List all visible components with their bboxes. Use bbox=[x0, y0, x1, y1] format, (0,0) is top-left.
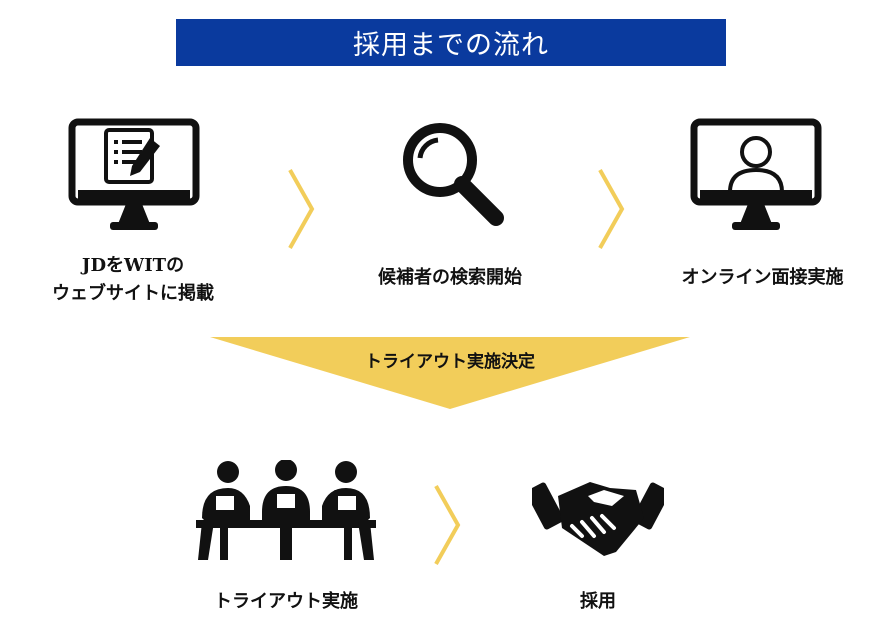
step-label: JDをWITの ウェブサイトに掲載 bbox=[52, 255, 214, 304]
monitor-person-icon bbox=[690, 118, 822, 230]
handshake-icon bbox=[532, 482, 664, 556]
step-label: トライアウト実施 bbox=[214, 591, 358, 612]
decision-label: トライアウト実施決定 bbox=[365, 352, 535, 372]
chevron-right-icon bbox=[598, 169, 625, 249]
meeting-icon bbox=[196, 460, 376, 560]
chevron-right-icon bbox=[434, 485, 461, 565]
chevron-right-icon bbox=[288, 169, 315, 249]
decision-arrow bbox=[210, 337, 690, 409]
page-title: 採用までの流れ bbox=[176, 19, 726, 66]
monitor-document-icon bbox=[68, 118, 200, 230]
step-label: 採用 bbox=[580, 591, 616, 612]
step-label: 候補者の検索開始 bbox=[378, 267, 522, 288]
magnifier-icon bbox=[403, 123, 504, 226]
step-label: オンライン面接実施 bbox=[681, 267, 844, 288]
